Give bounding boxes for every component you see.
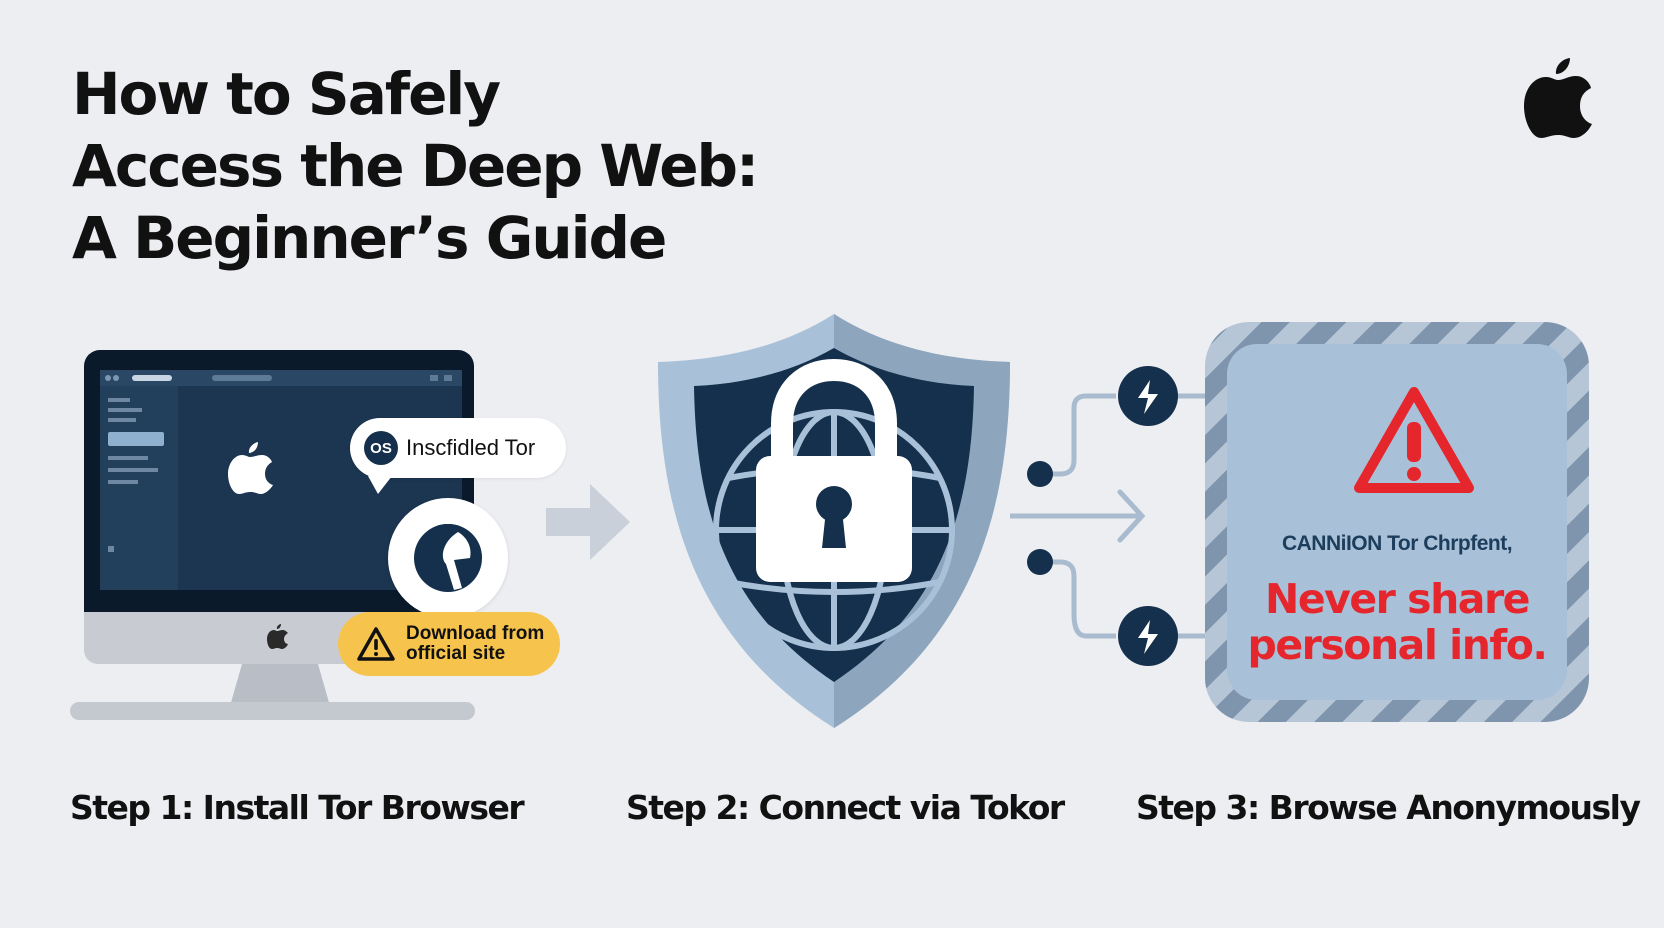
arrow-right-icon xyxy=(1117,489,1146,543)
step1-illustration: OS Inscfidled Tor Download from official… xyxy=(70,350,590,730)
title-line-3: A Beginner’s Guide xyxy=(72,204,667,272)
alert-triangle-icon xyxy=(1354,387,1474,493)
connection-lines xyxy=(1010,366,1210,666)
warning-panel-inner: CANNiION Tor Chrpfent, Never share perso… xyxy=(1227,344,1567,700)
os-icon: OS xyxy=(364,431,398,465)
warning-line-1: Never share xyxy=(1265,575,1530,623)
download-badge: Download from official site xyxy=(338,612,560,676)
apple-icon xyxy=(1524,58,1592,138)
apple-icon-chin xyxy=(267,624,288,649)
step1-label: Step 1: Install Tor Browser xyxy=(70,788,525,827)
lightning-icon xyxy=(1118,606,1178,666)
warning-panel: CANNiION Tor Chrpfent, Never share perso… xyxy=(1205,322,1589,722)
title-line-1: How to Safely xyxy=(72,60,501,128)
page-title: How to Safely Access the Deep Web: A Beg… xyxy=(72,58,759,274)
shield-icon xyxy=(658,314,1010,728)
step2-label: Step 2: Connect via Tokor xyxy=(626,788,1065,827)
step3-label: Step 3: Browse Anonymously xyxy=(1136,788,1641,827)
download-text-line-1: Download from xyxy=(406,623,545,644)
lock-icon xyxy=(756,358,912,582)
imac-stand xyxy=(230,664,330,706)
warning-message: Never share personal info. xyxy=(1227,576,1567,668)
tor-icon xyxy=(388,498,508,618)
os-bubble-text: Inscfidled Tor xyxy=(406,435,536,460)
apple-icon-screen xyxy=(228,442,273,494)
imac-screen xyxy=(100,370,462,590)
caution-text: CANNiION Tor Chrpfent, xyxy=(1281,532,1513,555)
warning-line-2: personal info. xyxy=(1247,621,1548,669)
lightning-icon xyxy=(1118,366,1178,426)
os-bubble: OS Inscfidled Tor xyxy=(350,418,566,494)
arrow-right-icon xyxy=(546,484,630,560)
download-text-line-2: official site xyxy=(406,643,506,664)
warning-icon xyxy=(357,627,395,661)
imac-base xyxy=(70,702,475,720)
title-line-2: Access the Deep Web: xyxy=(72,132,759,200)
browser-window xyxy=(100,370,462,590)
